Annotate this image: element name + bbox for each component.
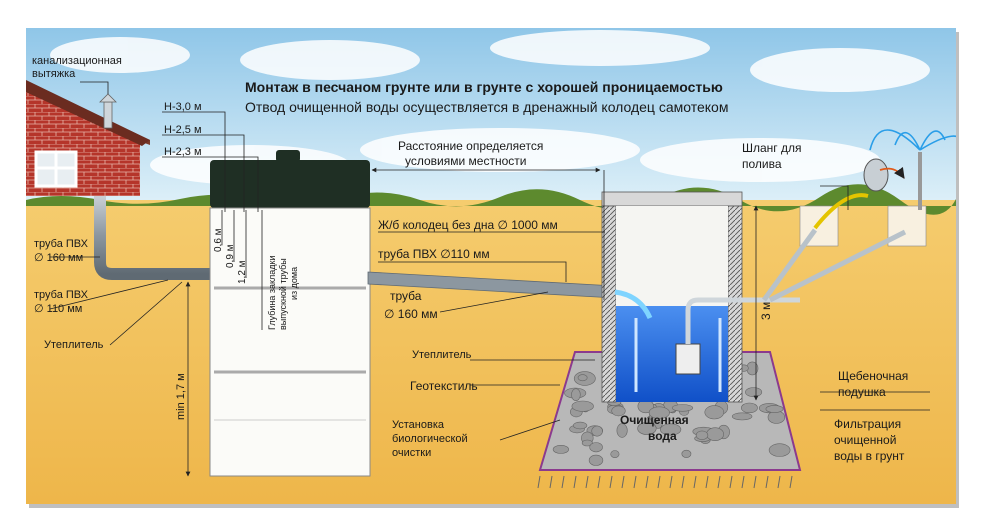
pipe-160-right-2: ∅ 160 мм (384, 307, 438, 321)
infiltration-mark (597, 475, 601, 489)
filtration-label-3: воды в грунт (834, 449, 905, 463)
infiltration-mark (585, 475, 589, 489)
h25-label: Н-2,5 м (164, 124, 202, 136)
gravel-label-1: Щебеночная (838, 369, 908, 383)
infiltration-mark (777, 475, 781, 489)
gravel-stone (706, 427, 725, 442)
infiltration-mark (789, 475, 793, 489)
well-label: Ж/б колодец без дна ∅ 1000 мм (378, 218, 558, 232)
pipe-160-right-1: труба (390, 289, 422, 303)
h30-label: Н-3,0 м (164, 101, 202, 113)
infiltration-mark (681, 475, 685, 489)
infiltration-mark (717, 475, 721, 489)
depth-3m-label: 3 м (759, 302, 773, 320)
depth-09-label: 0,9 м (225, 244, 236, 268)
h23-label: Н-2,3 м (164, 146, 202, 158)
pipe-pvc-160-left-1: труба ПВХ (34, 238, 89, 250)
infiltration-mark (633, 475, 637, 489)
pipe-pvc-110-left-2: ∅ 110 мм (34, 303, 82, 315)
pipe-depth-label-3: из дома (289, 267, 299, 300)
infiltration-mark (705, 475, 709, 489)
gravel-stone (616, 423, 628, 438)
pipe-pvc-160-left-2: ∅ 160 мм (34, 252, 83, 264)
gravel-stone (552, 444, 570, 454)
infiltration-mark (621, 475, 625, 489)
bio-unit-label-1: Установка (392, 419, 445, 431)
clouds (50, 30, 930, 185)
bio-unit-label-2: биологической (392, 433, 468, 445)
clean-water-label-1: Очищенная (620, 413, 689, 427)
gravel-stone (681, 449, 692, 458)
bio-treatment-unit (209, 150, 371, 477)
gravel-stone (571, 400, 594, 412)
gravel-stone (695, 430, 709, 440)
infiltration-mark (573, 475, 577, 489)
infiltration-mark (669, 475, 673, 489)
dimension-lines (49, 81, 930, 477)
gravel-stone (659, 423, 682, 436)
gravel-stone (611, 405, 626, 417)
infiltration-mark (753, 475, 757, 489)
gravel-stone (588, 454, 604, 466)
gravel-stone (768, 443, 791, 457)
clean-water-label-2: вода (648, 429, 677, 443)
drainage-well (601, 191, 800, 403)
gravel-stone (610, 450, 620, 458)
gravel-stone (731, 412, 753, 421)
infiltration-mark (549, 475, 553, 489)
watering-system (761, 129, 956, 303)
infiltration-mark (693, 475, 697, 489)
drainage-pump (675, 343, 701, 375)
gravel-stone (637, 422, 657, 435)
distance-label-1: Расстояние определяется (398, 139, 543, 153)
infiltration-mark (765, 475, 769, 489)
depth-06-label: 0,6 м (213, 228, 224, 252)
vent-label-1: канализационная (32, 55, 122, 67)
sprinkler-head (863, 158, 889, 192)
hose-label-1: Шланг для (742, 141, 802, 155)
depth-12-label: 1,2 м (237, 260, 248, 284)
infiltration-mark (729, 475, 733, 489)
gravel-stone (704, 405, 725, 420)
infiltration-mark (741, 475, 745, 489)
insulation-left-label: Утеплитель (44, 339, 104, 351)
vent-pipe (103, 101, 113, 129)
gravel-stone (591, 425, 603, 437)
min-17-label: min 1,7 м (175, 373, 187, 420)
vent-cap (99, 93, 117, 103)
infiltration-mark (657, 475, 661, 489)
house-outlet-pipe (94, 196, 215, 280)
house (26, 80, 150, 196)
distance-label-2: условиями местности (405, 154, 526, 168)
vent-label-2: вытяжка (32, 68, 76, 80)
insulation-right-label: Утеплитель (412, 349, 472, 361)
gravel-stone (572, 421, 588, 430)
pipe-pvc-110-right-label: труба ПВХ ∅110 мм (378, 247, 490, 261)
gravel-stone (571, 388, 581, 402)
filtration-label-1: Фильтрация (834, 417, 901, 431)
infiltration-mark (645, 475, 649, 489)
pipe-pvc-110-left-1: труба ПВХ (34, 289, 89, 301)
gravel-stone (577, 374, 588, 382)
infiltration-mark (537, 475, 541, 489)
clean-water-body (616, 306, 728, 402)
gravel-stone (589, 442, 603, 453)
hose-label-2: полива (742, 157, 782, 171)
gravel-stone (671, 404, 694, 412)
bio-unit-label-3: очистки (392, 447, 431, 459)
pipe-depth-label-2: выпускной трубы (278, 258, 288, 330)
geotextile-label: Геотекстиль (410, 379, 478, 393)
infiltration-mark (561, 475, 565, 489)
gravel-stone (765, 405, 784, 413)
gravel-label-2: подушка (838, 385, 886, 399)
title-line-2: Отвод очищенной воды осуществляется в др… (245, 99, 728, 115)
gravel-stone (648, 406, 670, 419)
pipe-depth-label-1: Глубина закладки (267, 255, 277, 330)
infiltration-mark (609, 475, 613, 489)
gravel-stone (741, 402, 758, 414)
gravel-stone (745, 387, 763, 397)
title-line-1: Монтаж в песчаном грунте или в грунте с … (245, 79, 723, 95)
filtration-label-2: очищенной (834, 433, 896, 447)
